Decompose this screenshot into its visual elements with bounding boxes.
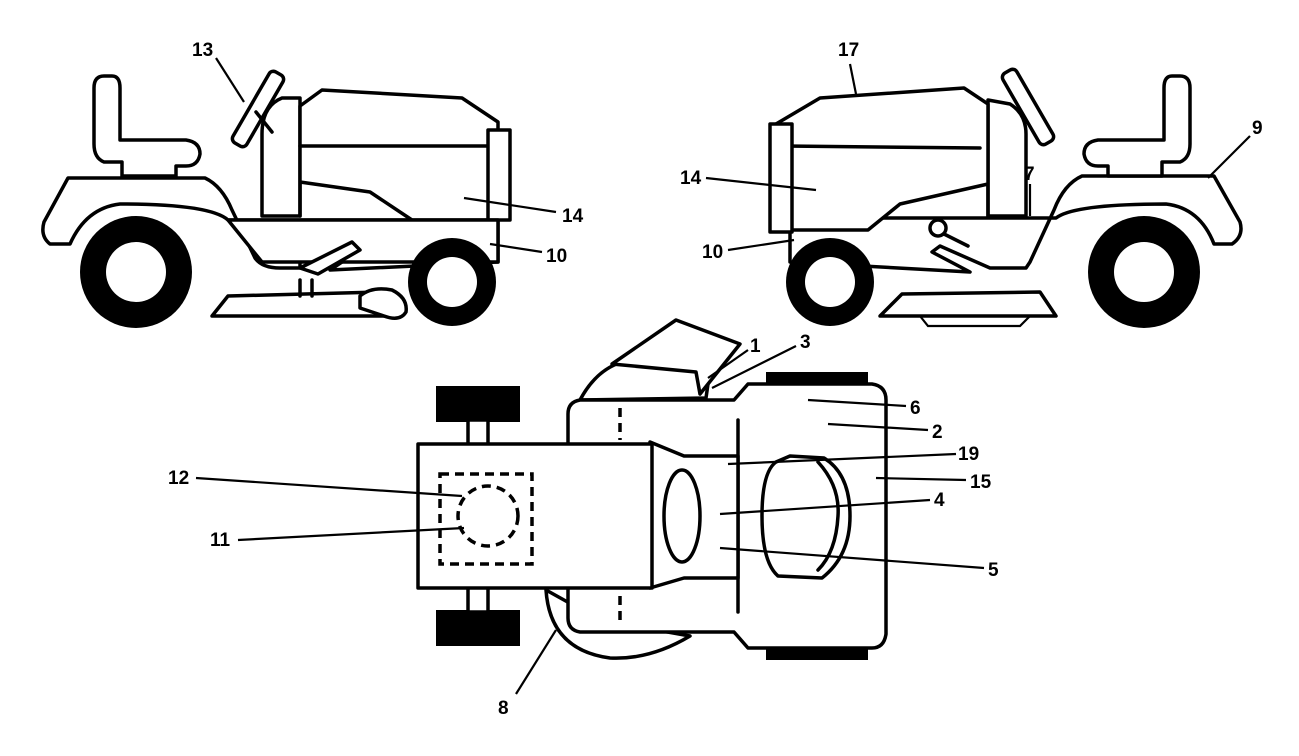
callout-5: 5 [988, 560, 999, 581]
left-steering-shaft [254, 110, 274, 134]
leader-5 [719, 546, 985, 570]
leader-1 [707, 349, 749, 379]
callout-15: 15 [970, 472, 992, 493]
leader-17 [848, 63, 858, 95]
top-engine-cap [456, 484, 520, 548]
callout-2: 2 [932, 422, 943, 443]
callout-7: 7 [1024, 164, 1035, 185]
top-steering-wheel [662, 468, 702, 564]
callout-right-10: 10 [702, 242, 723, 263]
leader-left-10 [489, 242, 543, 254]
left-rear-hub [106, 242, 166, 302]
callout-6: 6 [910, 398, 921, 419]
callout-12: 12 [168, 468, 189, 489]
right-front-hub [805, 257, 855, 307]
top-hood [416, 442, 654, 590]
left-steering-wheel [230, 69, 286, 149]
right-hood [774, 86, 990, 232]
leader-right-14 [705, 176, 817, 192]
right-seat [1082, 74, 1192, 178]
right-lift-lever-knob [928, 218, 948, 238]
top-front-wheel-lower [436, 610, 520, 646]
tractor-top-view [416, 318, 888, 660]
leader-8 [515, 629, 557, 695]
callout-left-14: 14 [562, 206, 584, 227]
left-deck-chute [358, 287, 408, 320]
callout-9: 9 [1252, 118, 1263, 139]
leader-2 [827, 422, 929, 432]
callout-right-14: 14 [680, 168, 702, 189]
top-front-axle-lower [466, 584, 490, 614]
leader-13 [215, 57, 245, 103]
callout-left-10: 10 [546, 246, 567, 267]
leader-9 [1207, 135, 1251, 179]
right-rear-hub [1114, 242, 1174, 302]
top-front-wheel-upper [436, 386, 520, 422]
callout-numbers: 13 14 10 17 9 14 7 10 1 3 6 2 19 15 4 5 … [168, 40, 1263, 719]
left-dash-column [260, 96, 302, 218]
right-hood-seam [782, 144, 982, 150]
tractor-right-side-view [768, 67, 1243, 328]
callout-4: 4 [934, 490, 945, 511]
callout-13: 13 [192, 40, 213, 61]
tractor-left-side-view [41, 69, 512, 328]
top-engine-decal-area [438, 472, 534, 566]
left-headlight [486, 128, 512, 222]
callout-8: 8 [498, 698, 509, 719]
right-headlight [768, 122, 794, 234]
right-lift-lever [942, 232, 970, 248]
right-dash-column [986, 98, 1028, 218]
leader-19 [727, 452, 957, 466]
right-deck-skirt [919, 315, 1031, 328]
callout-1: 1 [750, 336, 761, 357]
leader-lines [195, 57, 1251, 695]
leader-11 [237, 526, 465, 542]
callout-3: 3 [800, 332, 811, 353]
leader-right-10 [727, 238, 795, 252]
leader-left-14 [463, 196, 557, 214]
left-seat [92, 74, 202, 178]
callout-19: 19 [958, 444, 979, 465]
left-pedal [298, 240, 362, 276]
right-steering-wheel [1000, 67, 1056, 147]
callout-11: 11 [210, 530, 231, 551]
leader-12 [195, 476, 463, 498]
left-front-hub [427, 257, 477, 307]
leader-15 [875, 476, 967, 482]
callout-17: 17 [838, 40, 859, 61]
leader-3 [711, 345, 797, 389]
top-seat [760, 454, 852, 580]
leader-4 [719, 498, 931, 516]
right-mower-deck [878, 290, 1058, 318]
leader-6 [807, 398, 907, 408]
right-fender [788, 174, 1243, 274]
top-seat-back [816, 460, 840, 572]
left-hood [298, 88, 500, 222]
top-front-axle-upper [466, 418, 490, 448]
